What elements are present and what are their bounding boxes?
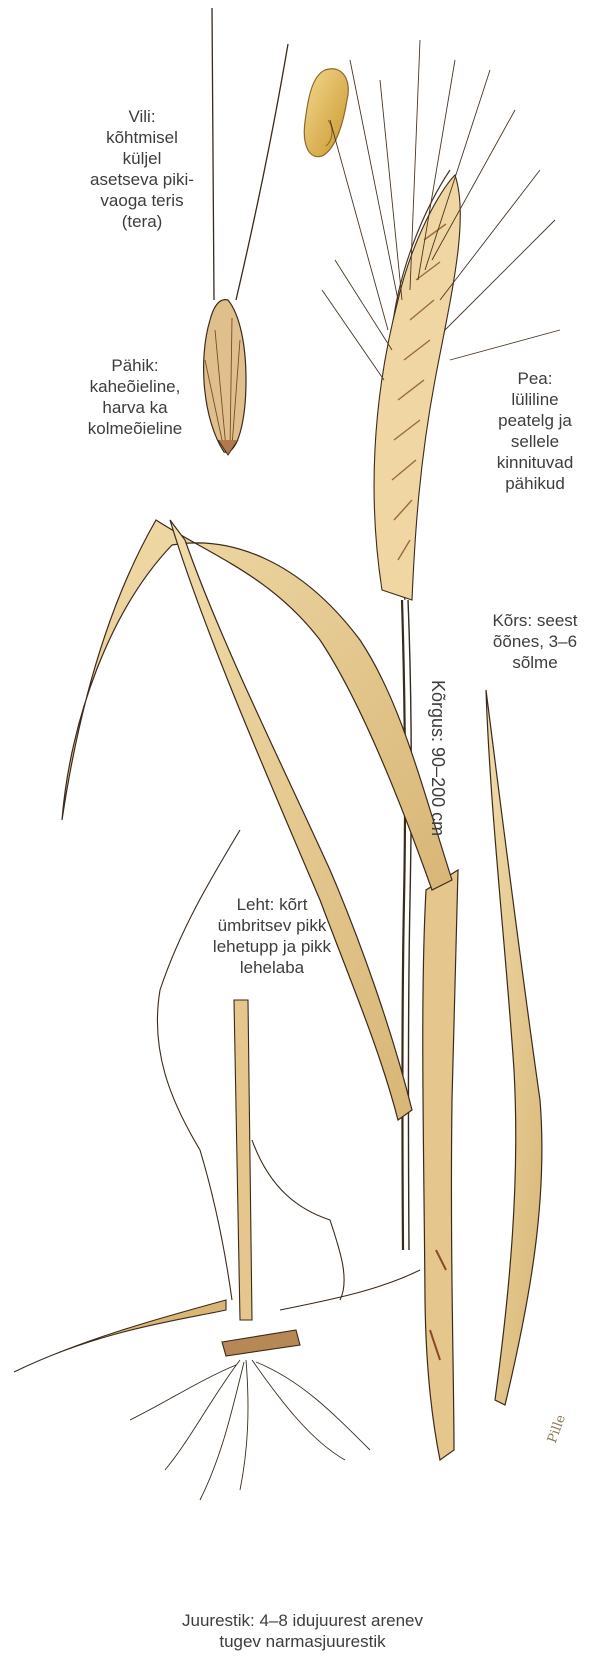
label-juurestik-line: Juurestik: 4–8 idujuurest arenev [110,1610,495,1631]
label-kors-line: sõlme [470,652,600,673]
spikelet [204,8,288,455]
label-leht-line: lehetupp ja pikk [192,936,352,957]
roots [130,1360,370,1500]
label-vili-line: kõhtmisel [72,127,212,148]
label-pea: Pea: lüliline peatelg ja sellele kinnitu… [470,368,600,494]
label-vili-line: asetseva piki- [72,169,212,190]
label-pea-line: peatelg ja [470,410,600,431]
label-leht: Leht: kõrt ümbritsev pikk lehetupp ja pi… [192,894,352,978]
label-pea-line: sellele [470,431,600,452]
label-kors: Kõrs: seest õõnes, 3–6 sõlme [470,610,600,673]
label-pahik-line: kaheõieline, [60,376,210,397]
label-pea-line: pähikud [470,473,600,494]
label-vili-line: (tera) [72,211,212,232]
label-pea-line: kinnituvad [470,452,600,473]
label-juurestik-line: tugev narmasjuurestik [110,1631,495,1652]
grain-kernel [304,69,348,157]
label-vili-line: küljel [72,148,212,169]
label-korgus: Kõrgus: 90–200 cm [428,680,448,836]
label-kors-line: õõnes, 3–6 [470,631,600,652]
label-pahik-line: kolmeõieline [60,418,210,439]
label-pahik-line: Pähik: [60,355,210,376]
label-pahik-line: harva ka [60,397,210,418]
label-vili-line: Vili: [72,106,212,127]
label-vili: Vili: kõhtmisel küljel asetseva piki- va… [72,106,212,232]
label-leht-line: Leht: kõrt [192,894,352,915]
label-juurestik: Juurestik: 4–8 idujuurest arenev tugev n… [110,1610,495,1652]
label-kors-line: Kõrs: seest [470,610,600,631]
label-leht-line: lehelaba [192,957,352,978]
label-pea-line: lüliline [470,389,600,410]
label-vili-line: vaoga teris [72,190,212,211]
ear [322,40,560,600]
label-pea-line: Pea: [470,368,600,389]
label-leht-line: ümbritsev pikk [192,915,352,936]
label-pahik: Pähik: kaheõieline, harva ka kolmeõielin… [60,355,210,439]
